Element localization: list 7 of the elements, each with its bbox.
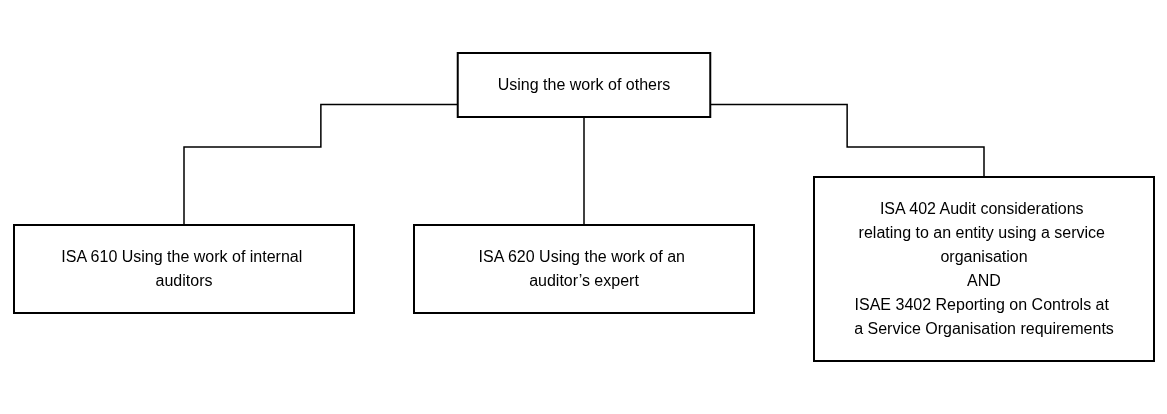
node-box: ISA 610 Using the work of internal auditors [12,224,355,314]
node-box: ISA 402 Audit considerations relating to an entity using a service organisation AND ISAE 3402 Reporting on Controls at a Service Organisation requirements [812,176,1155,362]
node-box: ISA 620 Using the work of an auditor’s expert [412,224,755,314]
connector [709,103,985,178]
connector [582,116,585,226]
node-box: Using the work of others [456,52,711,118]
connector [182,103,458,226]
